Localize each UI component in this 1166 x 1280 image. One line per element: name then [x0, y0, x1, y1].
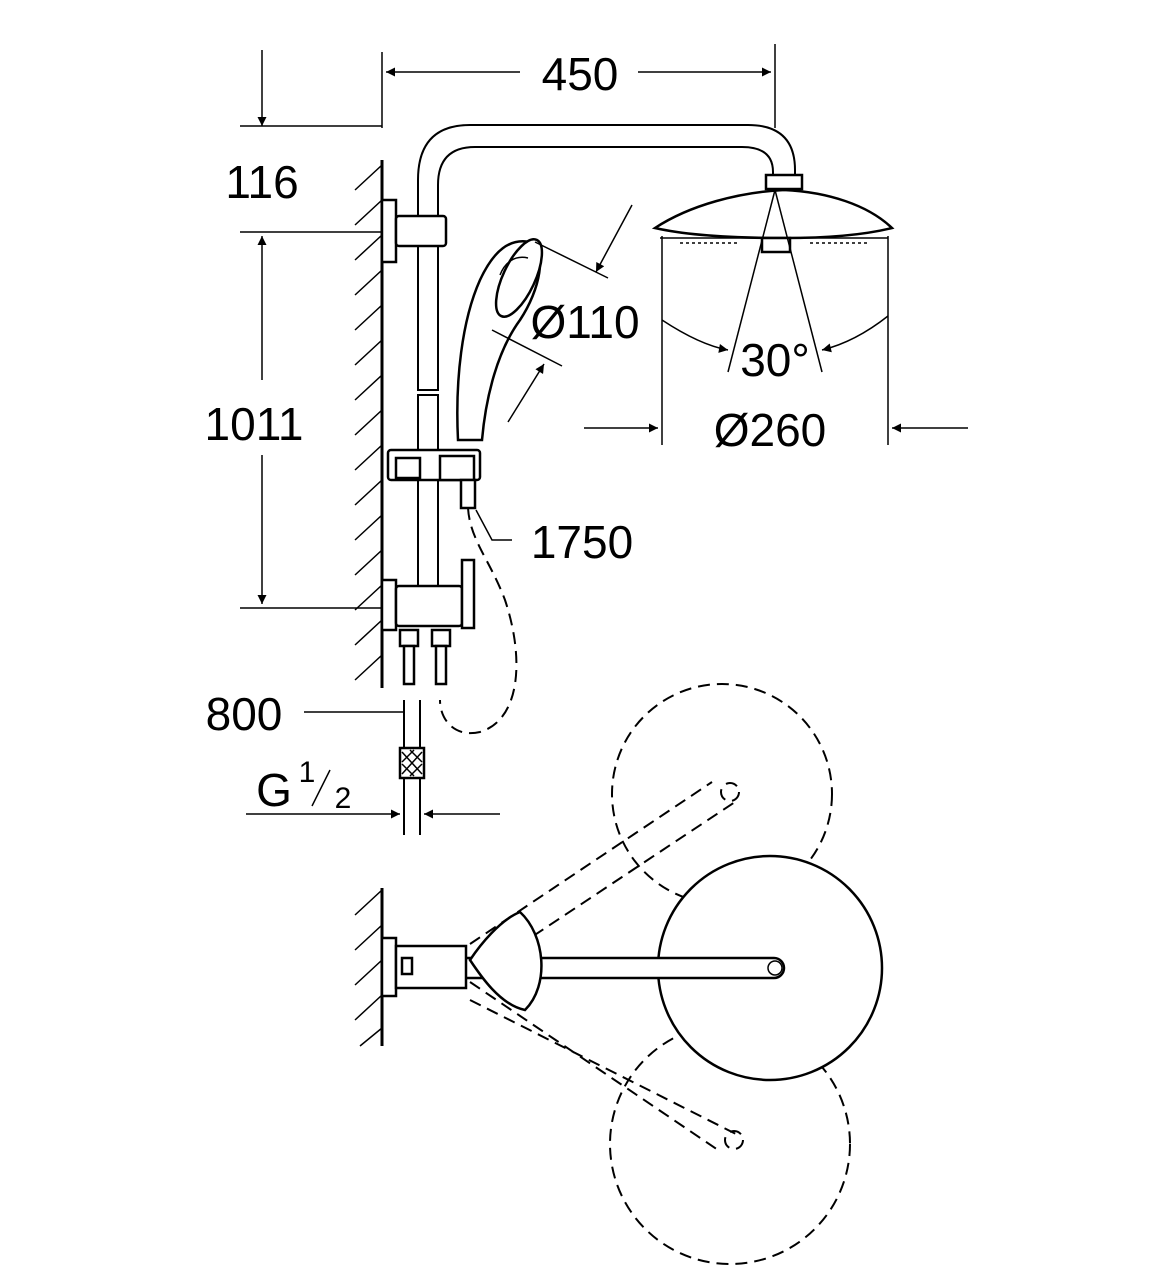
top-view: [354, 683, 884, 1265]
hand-shower-slider: [386, 448, 482, 510]
dim-pipe-length-label: 800: [206, 688, 283, 740]
thread-label-denominator: 2: [335, 782, 352, 815]
wall-upper: [354, 160, 384, 688]
dim-450-label: 450: [542, 48, 619, 100]
thread-label-numerator: 1: [299, 756, 316, 789]
thermostat-body: [380, 558, 476, 686]
upper-wall-bracket: [380, 198, 448, 264]
side-view: [354, 124, 895, 835]
dim-116-label: 116: [225, 156, 298, 208]
wall-lower: [354, 888, 384, 1047]
dim-hand-shower-diameter-label: Ø110: [530, 296, 639, 348]
dimension-lines: [240, 44, 968, 819]
shower-hose: [439, 507, 518, 735]
dim-spray-angle-label: 30°: [740, 334, 810, 386]
dim-1011-label: 1011: [205, 398, 304, 450]
thread-label-g: G: [256, 764, 292, 816]
shower-rail: [417, 124, 796, 596]
dim-head-diameter-label: Ø260: [714, 404, 827, 456]
dim-hose-length-label: 1750: [531, 516, 633, 568]
overhead-shower-head: [651, 173, 895, 254]
hand-shower: [456, 238, 544, 442]
inlet-pipe: [398, 700, 426, 835]
